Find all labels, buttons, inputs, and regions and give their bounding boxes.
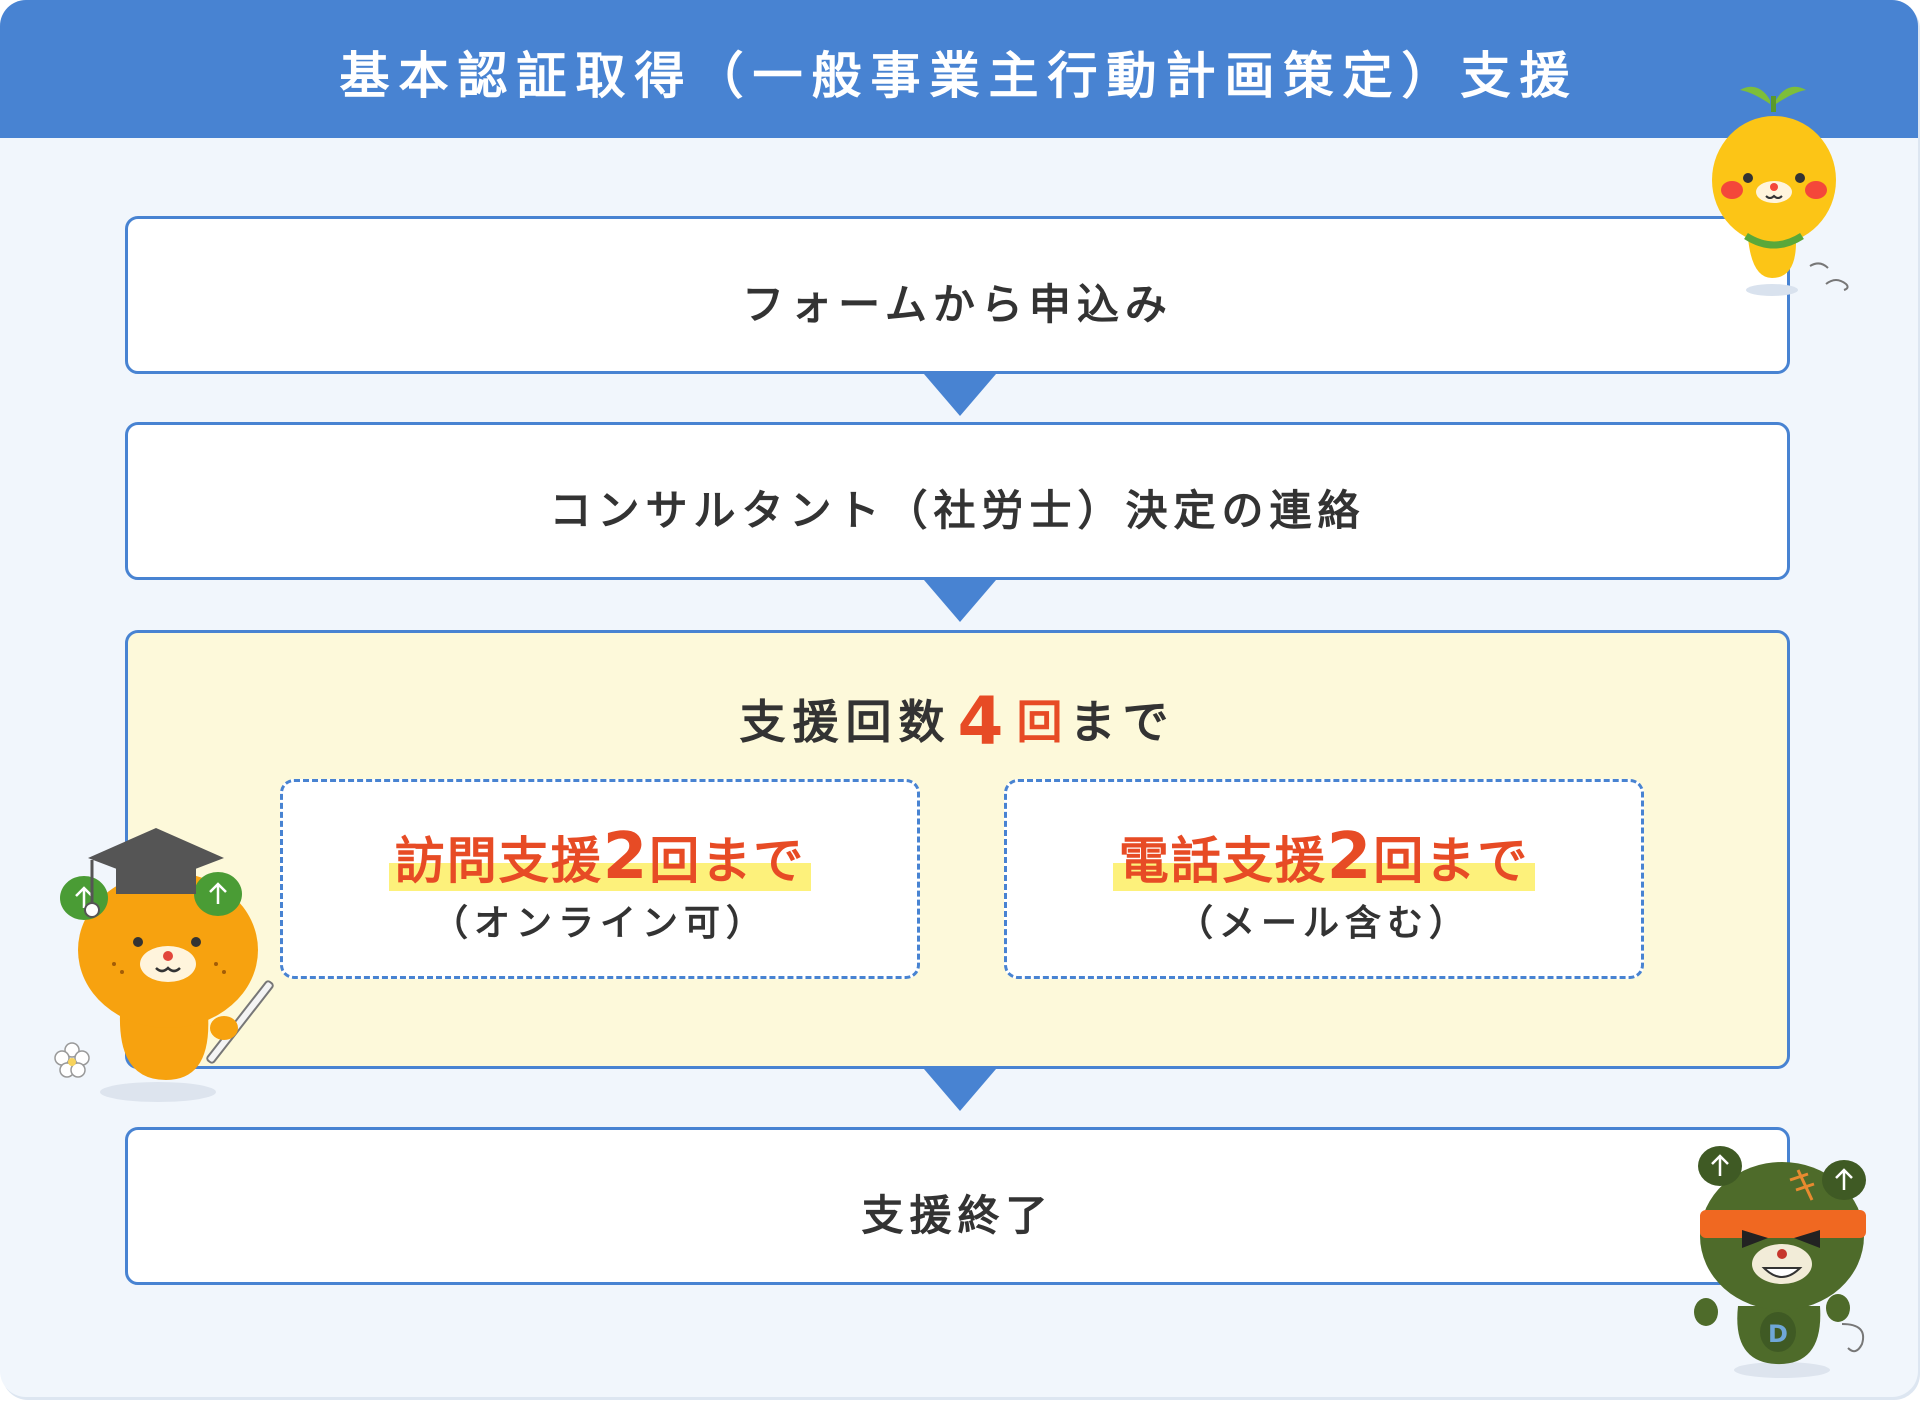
arrow-down-icon [924,580,996,622]
support-count-unit: 回 [1016,695,1070,749]
arrow-down-icon [924,1069,996,1111]
arrow-down-icon [924,374,996,416]
visit-support-label: 訪問支援2回まで [283,820,917,894]
step-consultant: コンサルタント（社労士）決定の連絡 [125,422,1790,580]
phone-label-suffix: 回まで [1373,832,1530,890]
phone-label-prefix: 電話支援 [1118,832,1327,890]
header-bar: 基本認証取得（一般事業主行動計画策定）支援 [0,0,1918,138]
phone-support-highlight: 電話支援2回まで [1112,820,1536,894]
phone-support-note: （メール含む） [1176,903,1471,944]
step-apply-label: フォームから申込み [742,280,1173,329]
visit-label-prefix: 訪問支援 [394,832,603,890]
visit-support-box: 訪問支援2回まで （オンライン可） [280,779,920,979]
page-title: 基本認証取得（一般事業主行動計画策定）支援 [339,47,1579,105]
step-end-label: 支援終了 [861,1191,1054,1240]
phone-support-box: 電話支援2回まで （メール含む） [1004,779,1644,979]
mikyan-mascot [1712,86,1849,296]
step-end: 支援終了 [125,1127,1790,1285]
phone-count-number: 2 [1326,820,1374,894]
flower-icon [54,1042,90,1078]
mikyan-teacher-mascot [54,828,274,1102]
visit-support-note: （オンライン可） [431,903,768,944]
visit-count-number: 2 [602,820,650,894]
visit-support-highlight: 訪問支援2回まで [388,820,812,894]
support-title-prefix: 支援回数 [739,695,952,749]
support-title-suffix: まで [1069,695,1176,749]
svg-text:D: D [1768,1320,1788,1348]
support-count-number: 4 [957,683,1011,760]
step-consultant-label: コンサルタント（社労士）決定の連絡 [549,486,1366,535]
step-apply: フォームから申込み [125,216,1790,374]
phone-support-label: 電話支援2回まで [1007,820,1641,894]
visit-label-suffix: 回まで [649,832,806,890]
dark-mikyan-mascot: D [1694,1146,1866,1378]
